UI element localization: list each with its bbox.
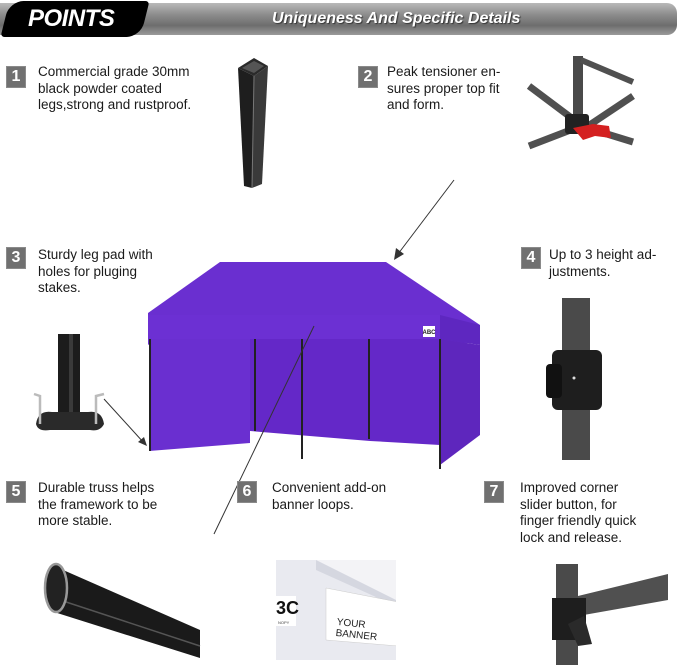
header-subtitle: Uniqueness And Specific Details bbox=[272, 10, 521, 27]
arrow-to-peak bbox=[394, 179, 455, 260]
feature-6-text: Convenient add-on banner loops. bbox=[272, 480, 387, 512]
peak-tensioner-image bbox=[526, 56, 635, 150]
feature-7-text: Improved corner slider button, for finge… bbox=[520, 480, 637, 545]
leg-pad-image bbox=[33, 334, 105, 431]
feature-4-text: Up to 3 height ad- justments. bbox=[549, 247, 657, 279]
feature-7-number: 7 bbox=[484, 481, 504, 503]
feature-5-number: 5 bbox=[6, 481, 26, 503]
feature-4-number: 4 bbox=[521, 247, 541, 269]
square-leg-tube-image bbox=[238, 58, 268, 189]
feature-2-text: Peak tensioner en- sures proper top fit … bbox=[387, 64, 501, 112]
feature-3-text: Sturdy leg pad with holes for pluging st… bbox=[38, 247, 153, 295]
feature-3-number: 3 bbox=[6, 247, 26, 269]
arrow-to-banner-loops bbox=[213, 325, 315, 535]
height-adjust-clip-image bbox=[546, 298, 602, 460]
corner-slider-image bbox=[552, 564, 668, 665]
banner-logo-fragment: 3C bbox=[276, 598, 300, 618]
banner-loops-image: 3C NOPY YOUR BANNER bbox=[276, 560, 396, 660]
banner-logo-sub: NOPY bbox=[278, 620, 290, 625]
feature-2-number: 2 bbox=[358, 66, 378, 88]
feature-1-text: Commercial grade 30mm black powder coate… bbox=[38, 64, 192, 112]
points-title: POINTS bbox=[28, 5, 115, 32]
feature-5-text: Durable truss helps the framework to be … bbox=[38, 480, 158, 528]
feature-6-number: 6 bbox=[237, 481, 257, 503]
tent-image: ABC bbox=[148, 262, 480, 469]
arrow-to-leg-pad bbox=[103, 398, 147, 446]
oval-truss-image bbox=[43, 562, 201, 658]
feature-1-number: 1 bbox=[6, 66, 26, 88]
tent-logo: ABC bbox=[423, 330, 437, 336]
